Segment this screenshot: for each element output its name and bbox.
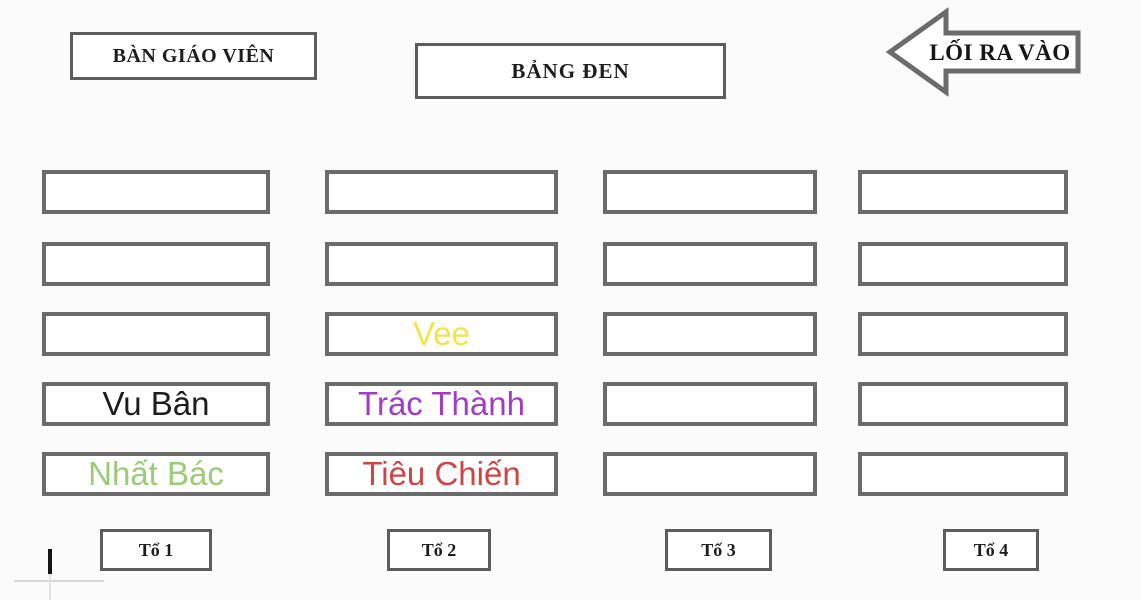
exit-arrow-icon: LỐI RA VÀO <box>885 7 1081 97</box>
desk-group1-row4: Vu Bân <box>42 382 270 426</box>
desk-group1-row3 <box>42 312 270 356</box>
seat-name: Vee <box>413 315 470 352</box>
desk-group4-row2 <box>858 242 1068 286</box>
teacher-desk-label: BÀN GIÁO VIÊN <box>112 44 275 67</box>
desk-group4-row3 <box>858 312 1068 356</box>
desk-group2-row3: Vee <box>325 312 558 356</box>
desk-group4-row1 <box>858 170 1068 214</box>
desk-group1-row1 <box>42 170 270 214</box>
desk-group1-row5: Nhất Bác <box>42 452 270 496</box>
desk-group4-row4 <box>858 382 1068 426</box>
margin-line <box>49 574 51 600</box>
seat-name: Vu Bân <box>102 385 210 422</box>
desk-group2-row5: Tiêu Chiến <box>325 452 558 496</box>
desk-group3-row2 <box>603 242 817 286</box>
seat-name: Nhất Bác <box>88 455 224 492</box>
group-label-text: Tổ 4 <box>973 539 1009 560</box>
desk-group2-row1 <box>325 170 558 214</box>
desk-group3-row1 <box>603 170 817 214</box>
desk-group4-row5 <box>858 452 1068 496</box>
desk-group2-row2 <box>325 242 558 286</box>
desk-group1-row2 <box>42 242 270 286</box>
group-label-to-3: Tổ 3 <box>665 529 772 571</box>
seat-name: Tiêu Chiến <box>362 455 521 492</box>
desk-group3-row4 <box>603 382 817 426</box>
desk-group3-row5 <box>603 452 817 496</box>
desk-group2-row4: Trác Thành <box>325 382 558 426</box>
group-label-to-1: Tổ 1 <box>100 529 212 571</box>
teacher-desk-box: BÀN GIÁO VIÊN <box>70 32 317 80</box>
group-label-text: Tổ 3 <box>701 539 736 560</box>
desk-group3-row3 <box>603 312 817 356</box>
margin-line <box>14 580 104 582</box>
blackboard-box: BẢNG ĐEN <box>415 43 726 99</box>
group-label-text: Tổ 2 <box>421 539 457 560</box>
group-label-to-4: Tổ 4 <box>943 529 1039 571</box>
cursor-mark <box>48 549 52 574</box>
blackboard-label: BẢNG ĐEN <box>511 58 630 83</box>
group-label-to-2: Tổ 2 <box>387 529 491 571</box>
group-label-text: Tổ 1 <box>138 539 174 560</box>
seat-name: Trác Thành <box>358 385 525 422</box>
exit-label: LỐI RA VÀO <box>929 39 1070 65</box>
